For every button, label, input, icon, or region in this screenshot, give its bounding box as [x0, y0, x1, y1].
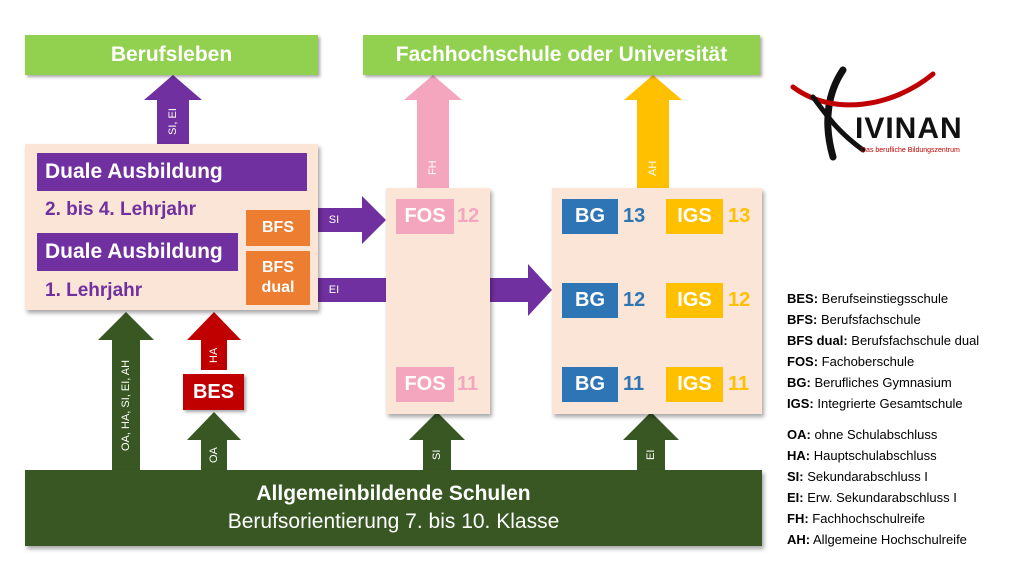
label-oa-ha-si-ei-ah: OA, HA, SI, EI, AH: [120, 359, 132, 451]
legend-degrees: OA: ohne Schulabschluss HA: Hauptschulab…: [787, 424, 1017, 550]
arrow-up-ah: [624, 75, 682, 188]
bfs-dual-box: BFS dual: [246, 251, 310, 305]
igs-11-num: 11: [728, 373, 750, 395]
bg-13-label: BG: [575, 205, 605, 227]
label-ei-right: EI: [328, 284, 340, 296]
legend-item: IGS: Integrierte Gesamtschule: [787, 396, 963, 411]
duale-box-1-title-text: Duale Ausbildung: [45, 160, 223, 183]
target-berufsleben-label: Berufsleben: [110, 43, 233, 66]
duale-box-1-sub: 2. bis 4. Lehrjahr: [45, 199, 196, 220]
bfs-dual-label-2: dual: [261, 279, 295, 296]
label-ei-bottom: EI: [645, 449, 657, 461]
logo-tagline: Das berufliche Bildungszentrum: [861, 147, 960, 154]
arrow-up-ha: [187, 312, 241, 370]
legend-item: HA: Hauptschulabschluss: [787, 448, 937, 463]
target-hochschule-label: Fachhochschule oder Universität: [395, 43, 728, 66]
target-hochschule: Fachhochschule oder Universität: [363, 35, 760, 75]
duale-box-2-sub: 1. Lehrjahr: [45, 280, 143, 301]
legend-item: BES: Berufseinstiegsschule: [787, 291, 949, 306]
igs-12-num: 12: [728, 289, 751, 311]
igs-13-label: IGS: [677, 205, 712, 227]
label-si-bottom: SI: [431, 449, 443, 461]
arrow-up-oa-ha-si-ei-ah: [98, 312, 154, 470]
legend-item: FOS: Fachoberschule: [787, 354, 915, 369]
base-title: Allgemeinbildende Schulen: [256, 482, 531, 505]
bes-label: BES: [192, 380, 235, 403]
bfs-box: BFS: [246, 210, 310, 246]
label-ah: AH: [647, 160, 659, 176]
igs-12-box: IGS: [666, 283, 723, 318]
label-fh: FH: [427, 160, 439, 176]
target-berufsleben: Berufsleben: [25, 35, 318, 75]
legend-item: BFS dual: Berufsfachschule dual: [787, 333, 980, 348]
bg-12-label: BG: [575, 289, 605, 311]
igs-12-label: IGS: [677, 289, 712, 311]
legend-item: AH: Allgemeine Hochschulreife: [787, 532, 967, 547]
legend-item: EI: Erw. Sekundarabschluss I: [787, 490, 957, 505]
bg-13-num: 13: [623, 205, 646, 227]
label-ha: HA: [208, 347, 220, 363]
legend-item: SI: Sekundarabschluss I: [787, 469, 928, 484]
fos-12-box: FOS: [396, 199, 454, 234]
bg-13-box: BG: [562, 199, 618, 234]
legend-schools: BES: Berufseinstiegsschule BFS: Berufsfa…: [787, 288, 1017, 414]
bfs-label: BFS: [262, 219, 294, 236]
base-subtitle: Berufsorientierung 7. bis 10. Klasse: [227, 510, 560, 533]
legend-item: FH: Fachhochschulreife: [787, 511, 926, 526]
label-oa: OA: [208, 447, 220, 463]
legend-item: BFS: Berufsfachschule: [787, 312, 921, 327]
duale-box-1-title: Duale Ausbildung: [37, 153, 307, 191]
legend-item: OA: ohne Schulabschluss: [787, 427, 938, 442]
bg-11-num: 11: [623, 373, 645, 395]
arrow-right-si: [318, 196, 386, 244]
label-si-right: SI: [328, 214, 340, 226]
igs-13-num: 13: [728, 205, 751, 227]
arrow-right-fos-bg: [490, 264, 552, 316]
logo-text: IVINAN: [855, 112, 963, 145]
igs-11-label: IGS: [677, 373, 712, 395]
bfs-dual-label-1: BFS: [262, 259, 294, 276]
arrow-up-si-bottom: [409, 412, 465, 470]
arrow-right-ei: [318, 278, 386, 302]
fos-12-label: FOS: [404, 205, 446, 227]
bg-12-num: 12: [623, 289, 646, 311]
legend-item: BG: Berufliches Gymnasium: [787, 375, 952, 390]
arrow-up-si-ei: [144, 75, 202, 144]
logo-mark-icon: [790, 66, 936, 161]
label-si-ei-up: SI, EI: [167, 108, 179, 136]
fos-12-num: 12: [457, 205, 480, 227]
fos-11-num: 11: [457, 373, 479, 395]
duale-box-2-title: Duale Ausbildung: [37, 233, 238, 271]
igs-11-box: IGS: [666, 367, 723, 402]
bes-box: BES: [183, 374, 244, 410]
arrow-up-ei-bottom: [623, 412, 679, 470]
base-box: Allgemeinbildende Schulen Berufsorientie…: [25, 470, 762, 546]
bg-11-box: BG: [562, 367, 618, 402]
arrow-up-fh: [404, 75, 462, 188]
fos-11-label: FOS: [404, 373, 446, 395]
bg-11-label: BG: [575, 373, 605, 395]
bg-12-box: BG: [562, 283, 618, 318]
igs-13-box: IGS: [666, 199, 723, 234]
fos-11-box: FOS: [396, 367, 454, 402]
duale-box-2-title-text: Duale Ausbildung: [45, 240, 223, 263]
logo: IVINAN Das berufliche Bildungszentrum: [783, 62, 998, 162]
arrow-up-oa: [187, 412, 241, 470]
